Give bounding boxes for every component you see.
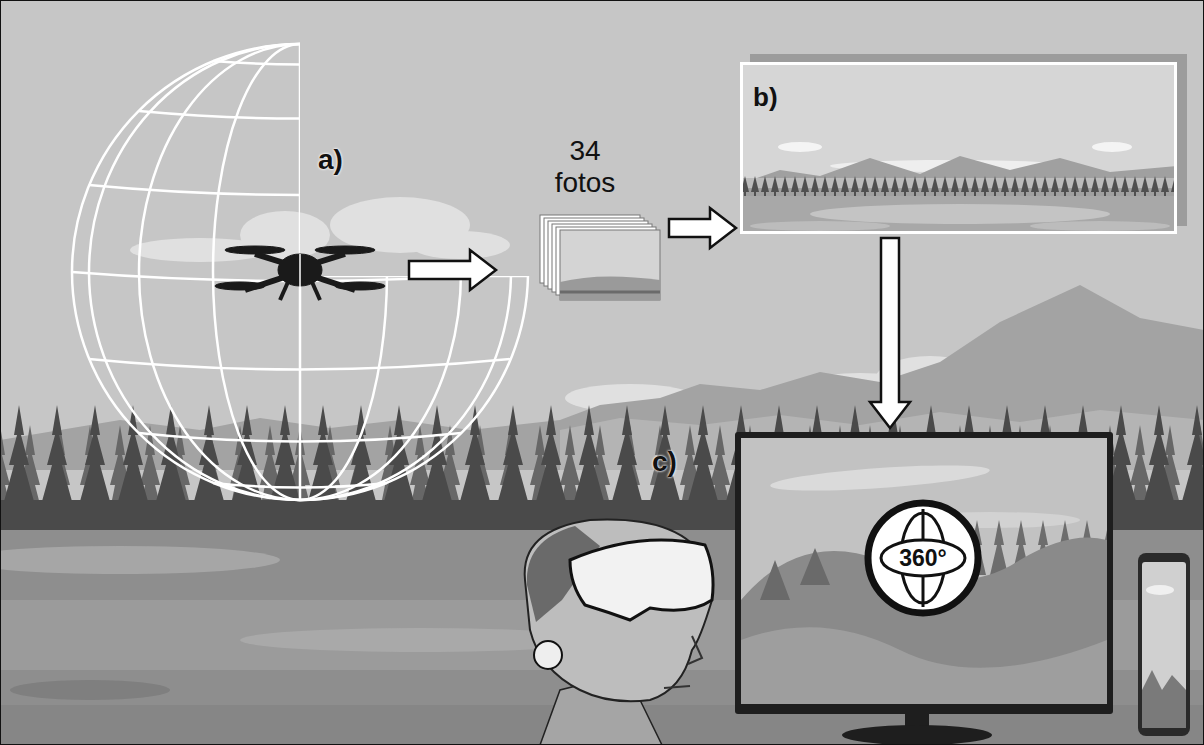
panorama-image	[1030, 221, 1170, 231]
globe-outline	[868, 503, 978, 613]
panorama-image	[778, 142, 822, 152]
drone-icon	[299, 254, 301, 290]
panorama-box: b)	[740, 62, 1177, 234]
panorama-image	[1092, 142, 1132, 152]
drone-icon	[315, 246, 375, 254]
drone-icon	[215, 282, 265, 290]
photo-stack	[560, 276, 660, 300]
step-label: a)	[318, 144, 343, 176]
monitor	[741, 438, 1107, 704]
drone-icon	[280, 282, 288, 300]
panorama-image	[740, 196, 1177, 234]
step-label: b)	[753, 83, 778, 113]
ground	[0, 546, 280, 574]
vr-viewer-person	[570, 540, 713, 620]
photo-stack	[560, 291, 660, 294]
flow-arrow	[669, 208, 736, 248]
vr-viewer-person	[688, 636, 702, 664]
step-label: 34 fotos	[545, 135, 625, 199]
vr-viewer-person	[664, 686, 690, 688]
panorama-image	[810, 204, 1110, 224]
capture-sphere-wireframe	[213, 44, 387, 500]
monitor	[741, 627, 1107, 704]
monitor	[842, 725, 992, 745]
capture-sphere-wireframe	[139, 433, 461, 442]
vr-viewer-person	[534, 641, 562, 669]
monitor	[770, 460, 991, 495]
smartphone	[1138, 553, 1190, 736]
smartphone	[1138, 553, 1190, 736]
panorama-image	[750, 221, 890, 231]
flow-arrow	[870, 238, 910, 428]
capture-stage: a)	[205, 140, 405, 330]
capture-sphere-wireframe	[89, 359, 511, 370]
monitor	[741, 538, 1107, 705]
drone-icon	[335, 282, 385, 290]
photo-stack-group: 34 fotos	[500, 125, 665, 305]
badge-label: 360°	[899, 545, 947, 571]
ground	[10, 680, 170, 700]
capture-sphere-wireframe	[89, 185, 511, 195]
monitor	[760, 548, 830, 600]
capture-sphere-wireframe	[72, 44, 528, 500]
capture-sphere-wireframe	[89, 44, 511, 500]
capture-sphere-wireframe	[72, 44, 528, 500]
capture-sphere-wireframe	[213, 483, 387, 488]
capture-sphere-wireframe	[139, 111, 461, 119]
panorama-image	[740, 62, 1177, 234]
photo-stack	[560, 230, 660, 300]
viewing-stage: c) 360°	[648, 432, 1114, 722]
smartphone	[1142, 562, 1186, 728]
view-360-badge: 360°	[862, 497, 984, 619]
panorama-image	[740, 54, 1187, 234]
panorama-image	[740, 156, 1177, 200]
flow-arrow	[409, 250, 496, 290]
monitor	[735, 432, 1113, 714]
drone-icon	[225, 246, 285, 254]
capture-sphere-wireframe	[213, 61, 387, 65]
drone-icon	[312, 282, 320, 300]
clouds	[410, 231, 510, 259]
globe-equator-ring	[881, 540, 965, 576]
panorama-image	[740, 176, 1177, 198]
step-label: c)	[652, 446, 677, 478]
photo-stack	[540, 215, 660, 300]
smartphone	[1142, 670, 1186, 728]
monitor	[741, 438, 1107, 704]
drone-icon	[215, 246, 385, 300]
panorama-image	[740, 62, 1177, 234]
smartphone	[1146, 585, 1174, 595]
monitor	[735, 432, 1113, 745]
vr-viewer-person	[525, 520, 713, 745]
